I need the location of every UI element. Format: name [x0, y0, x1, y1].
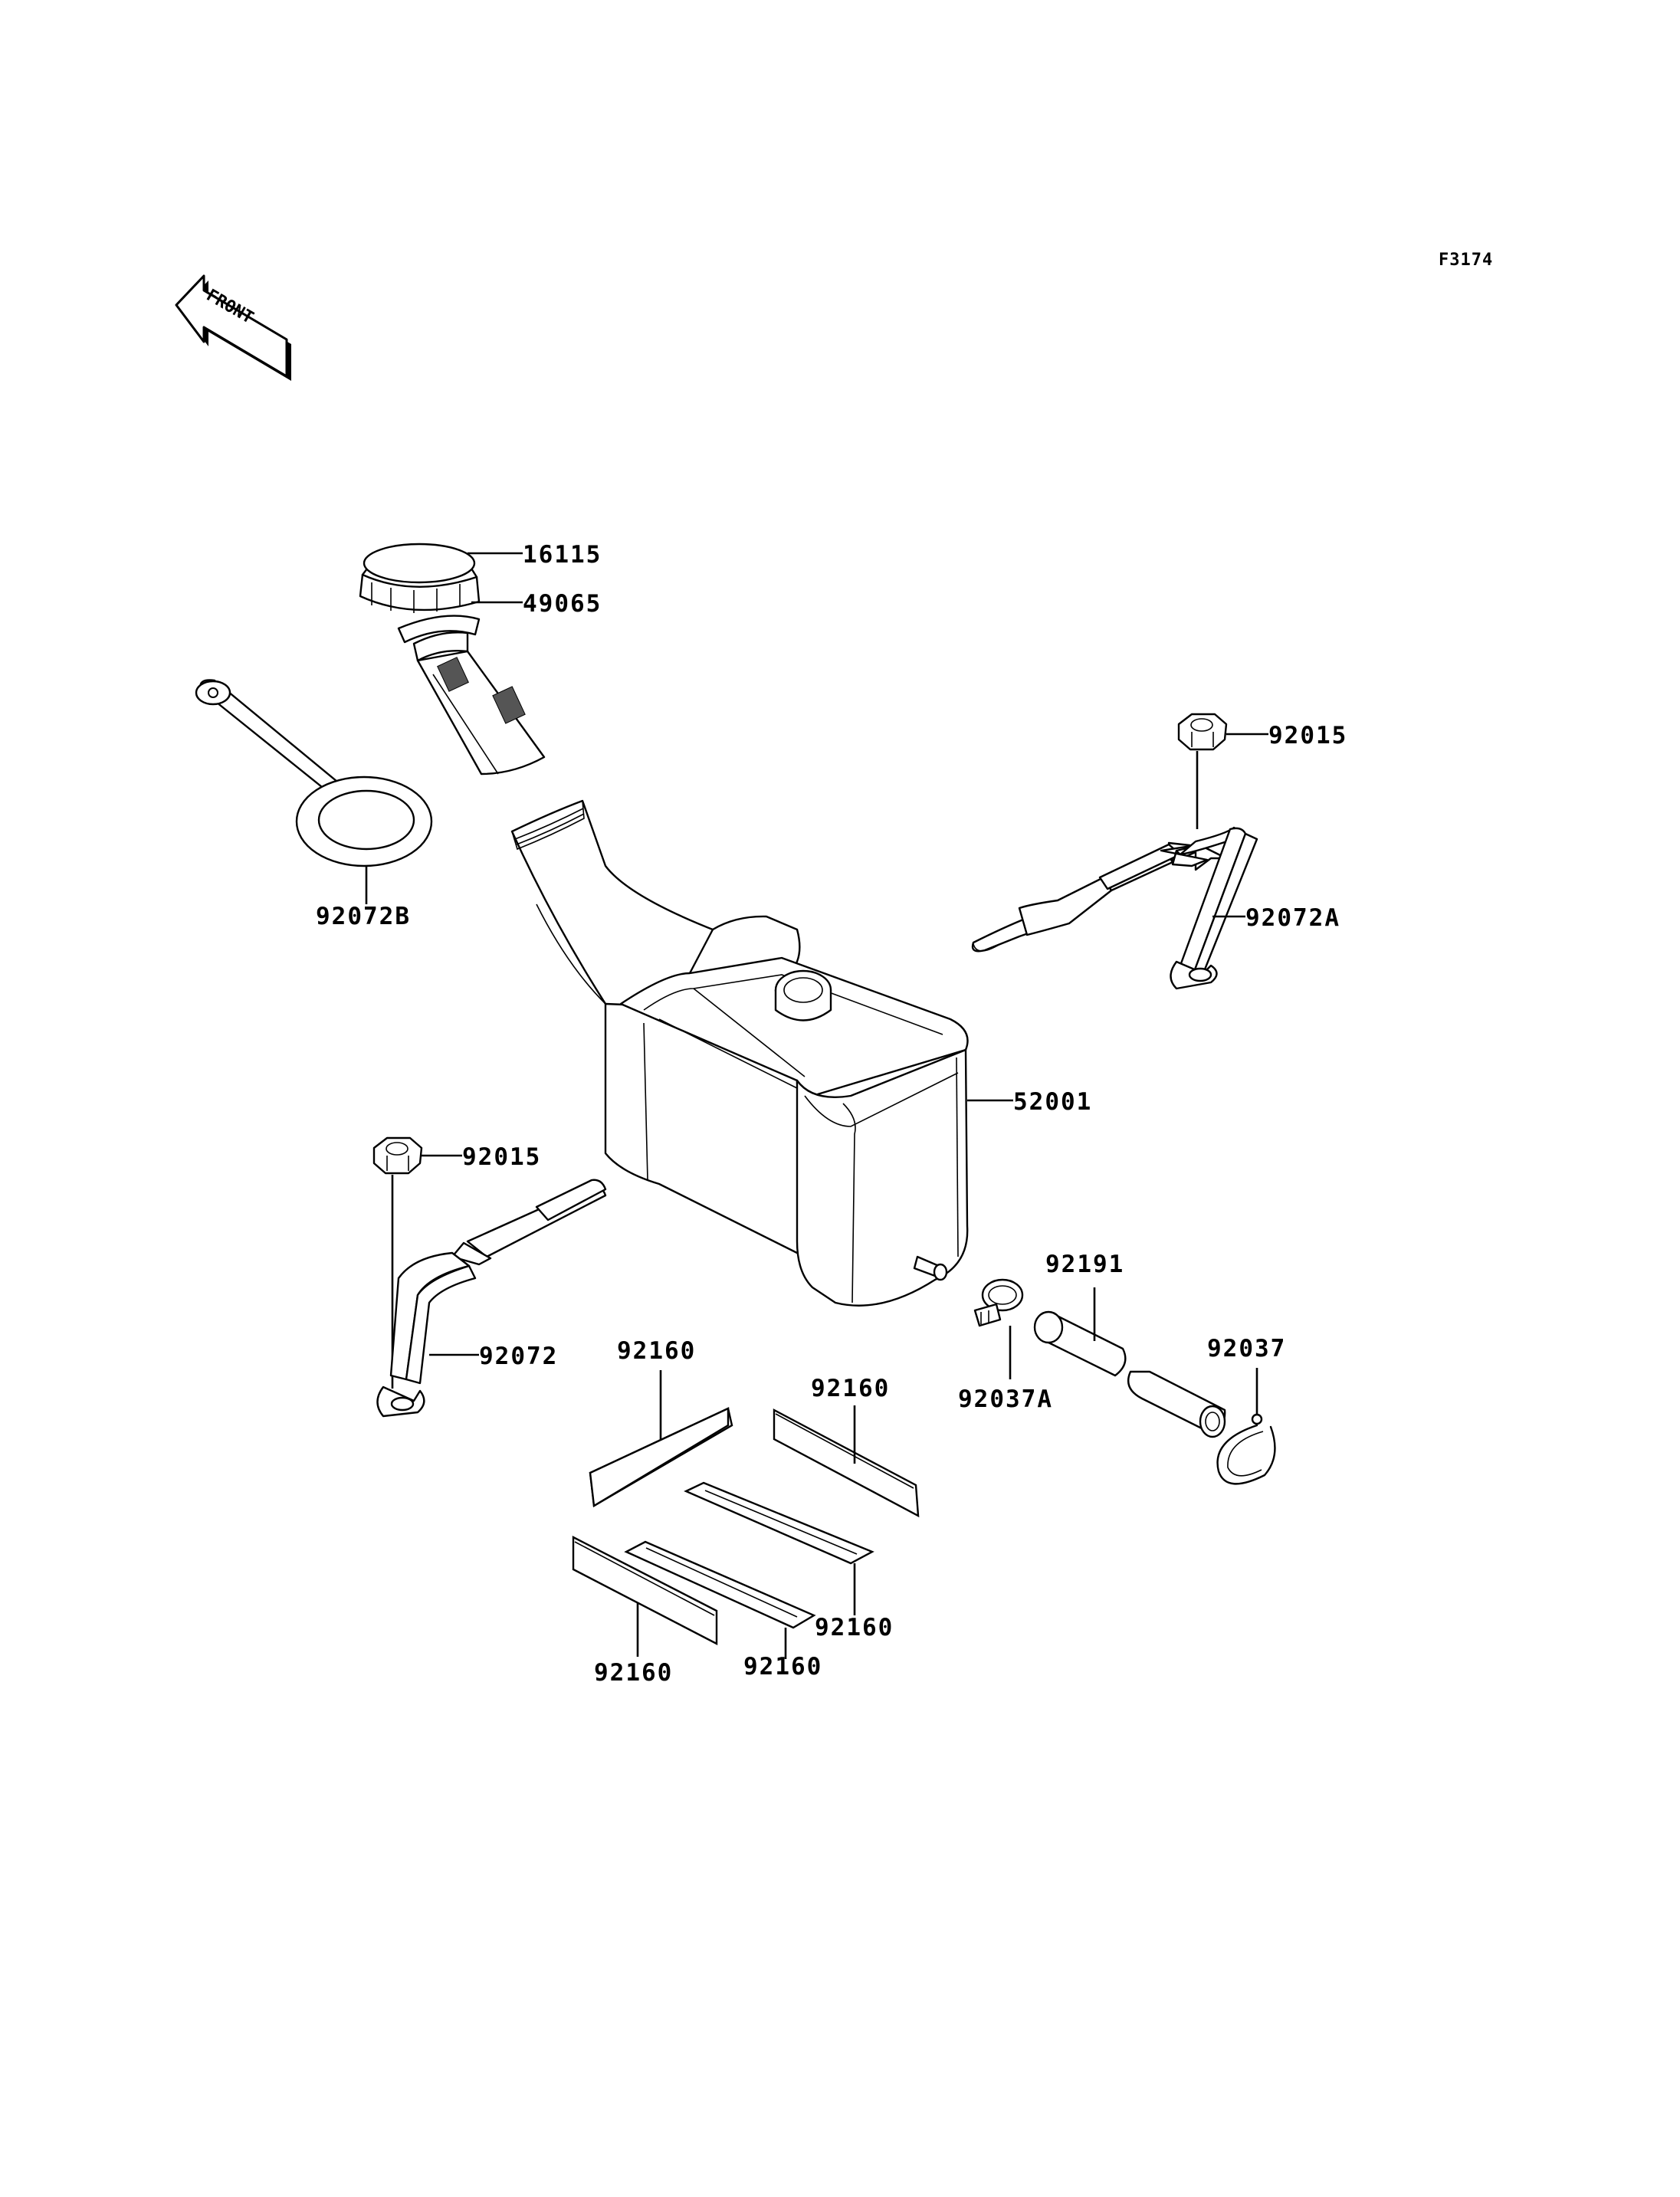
label-pad-4: 92160 — [743, 1653, 822, 1681]
fuel-tank-part — [510, 799, 969, 1307]
hose-clamp-a-part — [973, 1278, 1024, 1327]
label-filter: 49065 — [523, 590, 602, 618]
label-band-left: 92072 — [479, 1343, 558, 1370]
label-clamp: 92037 — [1207, 1335, 1286, 1362]
pad-1-part — [589, 1407, 733, 1507]
filler-cap-part — [359, 543, 481, 613]
label-nut-left: 92015 — [462, 1143, 541, 1171]
label-cap: 16115 — [523, 541, 602, 569]
band-left-part — [376, 1179, 607, 1418]
pad-5-part — [572, 1536, 718, 1645]
pad-3-part — [684, 1481, 874, 1565]
label-pad-3: 92160 — [815, 1614, 894, 1641]
cap-strap-part — [195, 679, 433, 867]
label-pad-5: 92160 — [594, 1659, 673, 1687]
label-tank: 52001 — [1013, 1088, 1092, 1116]
nut-left-part — [372, 1136, 423, 1175]
hose-clamp-part — [1216, 1413, 1276, 1485]
fuel-hose-part — [1033, 1310, 1226, 1438]
label-pad-2: 92160 — [811, 1375, 890, 1402]
nut-right-part — [1177, 713, 1228, 751]
label-cap-strap: 92072B — [316, 903, 411, 930]
pad-4-part — [624, 1540, 816, 1629]
label-pad-1: 92160 — [617, 1337, 696, 1365]
label-band-right: 92072A — [1245, 904, 1340, 932]
label-nut-right: 92015 — [1268, 722, 1347, 749]
fuel-filter-part — [397, 615, 546, 776]
label-clamp-a: 92037A — [958, 1385, 1053, 1413]
figure-code: F3174 — [1439, 251, 1493, 270]
pad-2-part — [773, 1408, 920, 1518]
label-hose: 92191 — [1045, 1251, 1124, 1278]
band-right-part — [971, 826, 1258, 990]
front-arrow-icon: FRONT — [175, 274, 291, 381]
